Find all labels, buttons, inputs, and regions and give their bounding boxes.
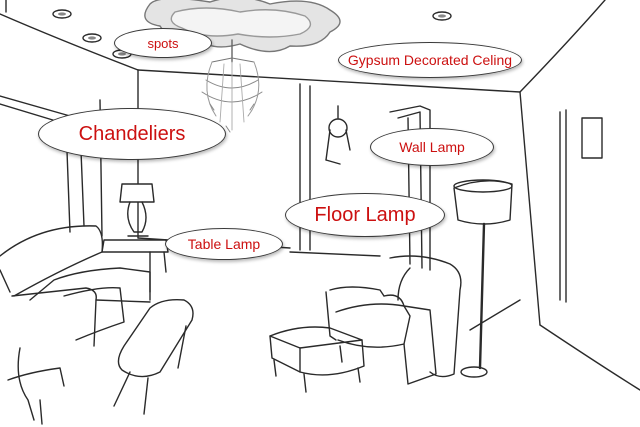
label-table-lamp: Table Lamp [165,228,283,260]
sofa-drawing [0,226,150,424]
label-chandeliers: Chandeliers [38,108,226,160]
label-floor-lamp: Floor Lamp [285,193,445,237]
bench-drawing [114,300,193,414]
floor-lamp-drawing [454,180,512,377]
label-wall-lamp: Wall Lamp [370,128,494,166]
label-gypsum-ceiling: Gypsum Decorated Celing [338,42,522,78]
armchair-drawing [326,256,461,384]
wall-lamp-drawing [326,106,350,164]
label-spots: spots [114,28,212,58]
table-lamp-drawing [102,184,168,292]
chandelier-drawing [202,40,262,132]
ottoman-drawing [270,327,364,392]
